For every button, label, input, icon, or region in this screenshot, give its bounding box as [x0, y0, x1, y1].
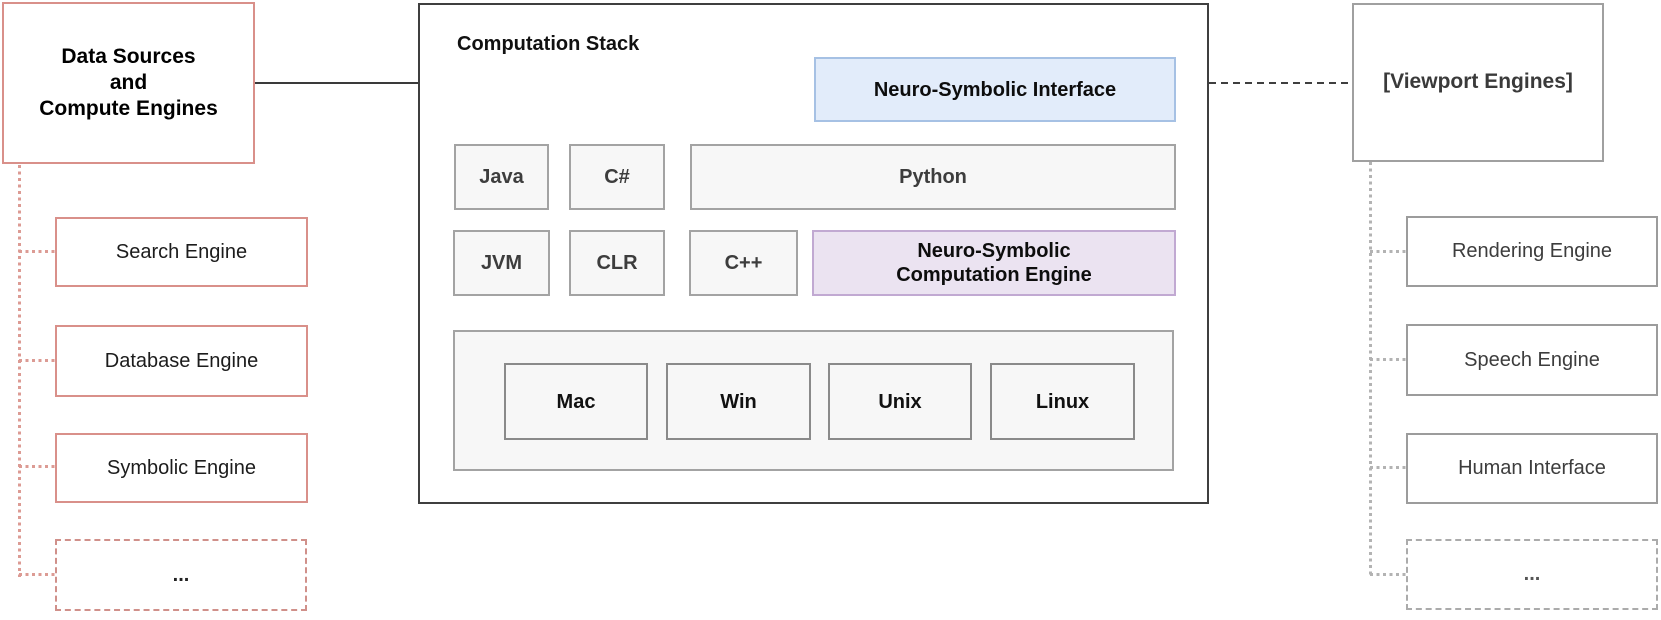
neuro-symbolic-interface-box: Neuro-Symbolic Interface	[814, 57, 1176, 122]
win-box: Win	[666, 363, 811, 440]
right-more-engines-box: ...	[1406, 539, 1658, 610]
win-label: Win	[720, 390, 757, 413]
computation-stack-title: Computation Stack	[457, 33, 640, 55]
python-box: Python	[690, 144, 1176, 210]
left-more-label: ...	[172, 563, 190, 586]
linux-label: Linux	[1035, 390, 1090, 413]
rendering-engine-label: Rendering Engine	[1451, 240, 1613, 262]
viewport-engines-box: [Viewport Engines]	[1352, 3, 1604, 162]
left-dotted-trunk	[18, 165, 21, 577]
unix-label: Unix	[878, 390, 922, 413]
data-sources-line3: Compute Engines	[39, 97, 218, 120]
data-sources-line1: Data Sources	[61, 45, 196, 68]
right-dotted-branch-rendering	[1370, 250, 1406, 253]
jvm-box: JVM	[453, 230, 550, 296]
data-sources-line2: and	[109, 71, 148, 94]
clr-box: CLR	[569, 230, 665, 296]
right-more-label: ...	[1523, 563, 1541, 585]
csharp-box: C#	[569, 144, 665, 210]
python-label: Python	[899, 166, 967, 188]
speech-engine-box: Speech Engine	[1406, 324, 1658, 396]
search-engine-box: Search Engine	[55, 217, 308, 287]
os-platform-box: Mac Win Unix Linux	[453, 330, 1174, 471]
left-dotted-branch-search	[19, 250, 55, 253]
linux-box: Linux	[990, 363, 1135, 440]
human-interface-label: Human Interface	[1458, 457, 1606, 479]
computation-stack-box: Computation Stack Neuro-Symbolic Interfa…	[418, 3, 1209, 504]
left-dotted-branch-symbolic	[19, 465, 55, 468]
viewport-engines-label: [Viewport Engines]	[1383, 70, 1573, 94]
jvm-label: JVM	[480, 252, 523, 274]
left-dotted-branch-more	[19, 573, 55, 576]
cpp-box: C++	[689, 230, 798, 296]
left-dotted-branch-database	[19, 359, 55, 362]
csharp-label: C#	[604, 166, 630, 188]
right-dotted-branch-speech	[1370, 358, 1406, 361]
rendering-engine-box: Rendering Engine	[1406, 216, 1658, 287]
speech-engine-label: Speech Engine	[1464, 348, 1600, 371]
connector-left-to-stack	[255, 82, 418, 84]
unix-box: Unix	[828, 363, 972, 440]
database-engine-label: Database Engine	[104, 349, 259, 372]
search-engine-label: Search Engine	[115, 240, 248, 263]
mac-box: Mac	[504, 363, 648, 440]
mac-label: Mac	[556, 390, 596, 413]
neuro-symbolic-computation-engine-box: Neuro-Symbolic Computation Engine	[812, 230, 1176, 296]
left-more-engines-box: ...	[55, 539, 307, 611]
data-sources-box: Data Sources and Compute Engines	[2, 2, 255, 164]
right-dotted-trunk	[1369, 162, 1372, 576]
cpp-label: C++	[724, 252, 763, 274]
database-engine-box: Database Engine	[55, 325, 308, 397]
right-dotted-branch-more	[1370, 573, 1406, 576]
java-label: Java	[479, 166, 524, 188]
neuro-symbolic-interface-label: Neuro-Symbolic Interface	[873, 78, 1117, 101]
symbolic-engine-box: Symbolic Engine	[55, 433, 308, 503]
human-interface-box: Human Interface	[1406, 433, 1658, 504]
java-box: Java	[454, 144, 549, 210]
right-dotted-branch-human	[1370, 466, 1406, 469]
symbolic-engine-label: Symbolic Engine	[107, 456, 256, 479]
nsce-line1: Neuro-Symbolic	[917, 240, 1071, 262]
connector-stack-to-viewport	[1209, 82, 1352, 84]
nsce-line2: Computation Engine	[896, 264, 1092, 286]
clr-label: CLR	[596, 252, 638, 274]
